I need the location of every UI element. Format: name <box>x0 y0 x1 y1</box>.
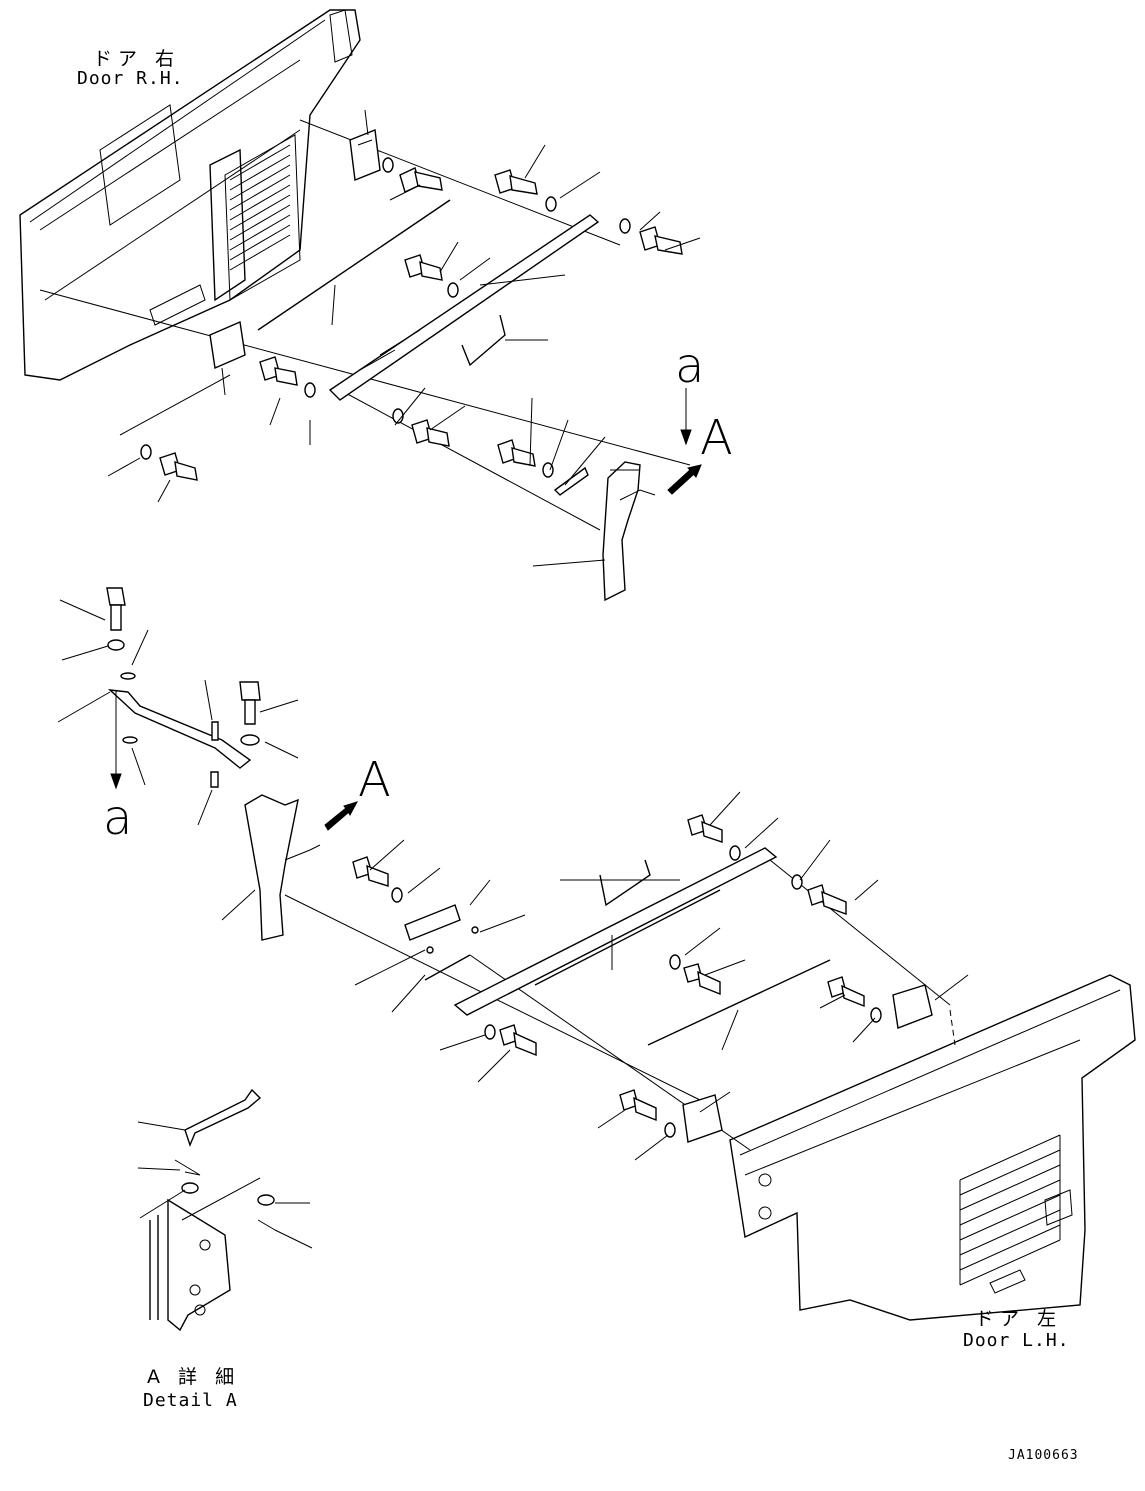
view-A-lower: A <box>358 752 391 808</box>
lower-handle <box>599 859 651 907</box>
lower-bolts <box>352 814 865 1122</box>
detail-a-en-label: Detail A <box>143 1390 238 1411</box>
bolt-upper-4 <box>639 226 683 255</box>
lower-stay <box>244 794 321 941</box>
upper-stay <box>602 461 656 602</box>
door-rh-jp-label: ドア 右 <box>93 48 181 70</box>
bolt-upper-8 <box>159 452 198 481</box>
lower-bracket-left <box>404 904 461 941</box>
upper-handle <box>461 314 506 367</box>
bolt-upper-7 <box>497 439 536 467</box>
door-lh-panel <box>729 974 1136 1321</box>
lower-bracket-right <box>892 984 933 1029</box>
door-rh-louver <box>229 144 291 271</box>
view-A-upper: A <box>700 410 733 466</box>
drawing-code: JA100663 <box>1008 1448 1079 1463</box>
door-lh-louver <box>959 1134 1061 1286</box>
view-arrow-lower <box>324 801 359 831</box>
upper-bracket-top <box>349 129 381 181</box>
bolt-upper-2 <box>494 169 538 195</box>
lower-bolt-right <box>239 681 261 746</box>
washers-upper <box>140 157 631 478</box>
upper-rail <box>328 214 600 401</box>
door-rh-en-label: Door R.H. <box>77 68 184 89</box>
upper-link <box>553 466 589 496</box>
bolt-upper-3 <box>404 254 443 281</box>
bolt-upper-5 <box>259 356 298 386</box>
lower-washers <box>391 845 882 1138</box>
ref-a-lower: a <box>103 790 133 846</box>
detail-a-jp-label: A 詳 細 <box>147 1366 241 1388</box>
door-lh-jp-label: ドア 左 <box>975 1308 1063 1330</box>
bolt-upper-1 <box>399 167 443 193</box>
door-rh-panel <box>19 9 361 381</box>
lower-bracket-bottom <box>682 1094 723 1143</box>
lower-pin <box>210 721 219 788</box>
lower-link-rod <box>107 672 252 769</box>
view-arrow-upper <box>667 464 702 495</box>
lower-bolt-left <box>106 587 126 651</box>
detail-a-view <box>137 1088 313 1332</box>
ref-a-upper: a <box>675 338 705 394</box>
bolt-upper-6 <box>411 419 450 447</box>
lower-rail <box>453 847 778 1016</box>
door-lh-en-label: Door L.H. <box>963 1330 1070 1351</box>
upper-bracket-bottom <box>209 320 246 370</box>
